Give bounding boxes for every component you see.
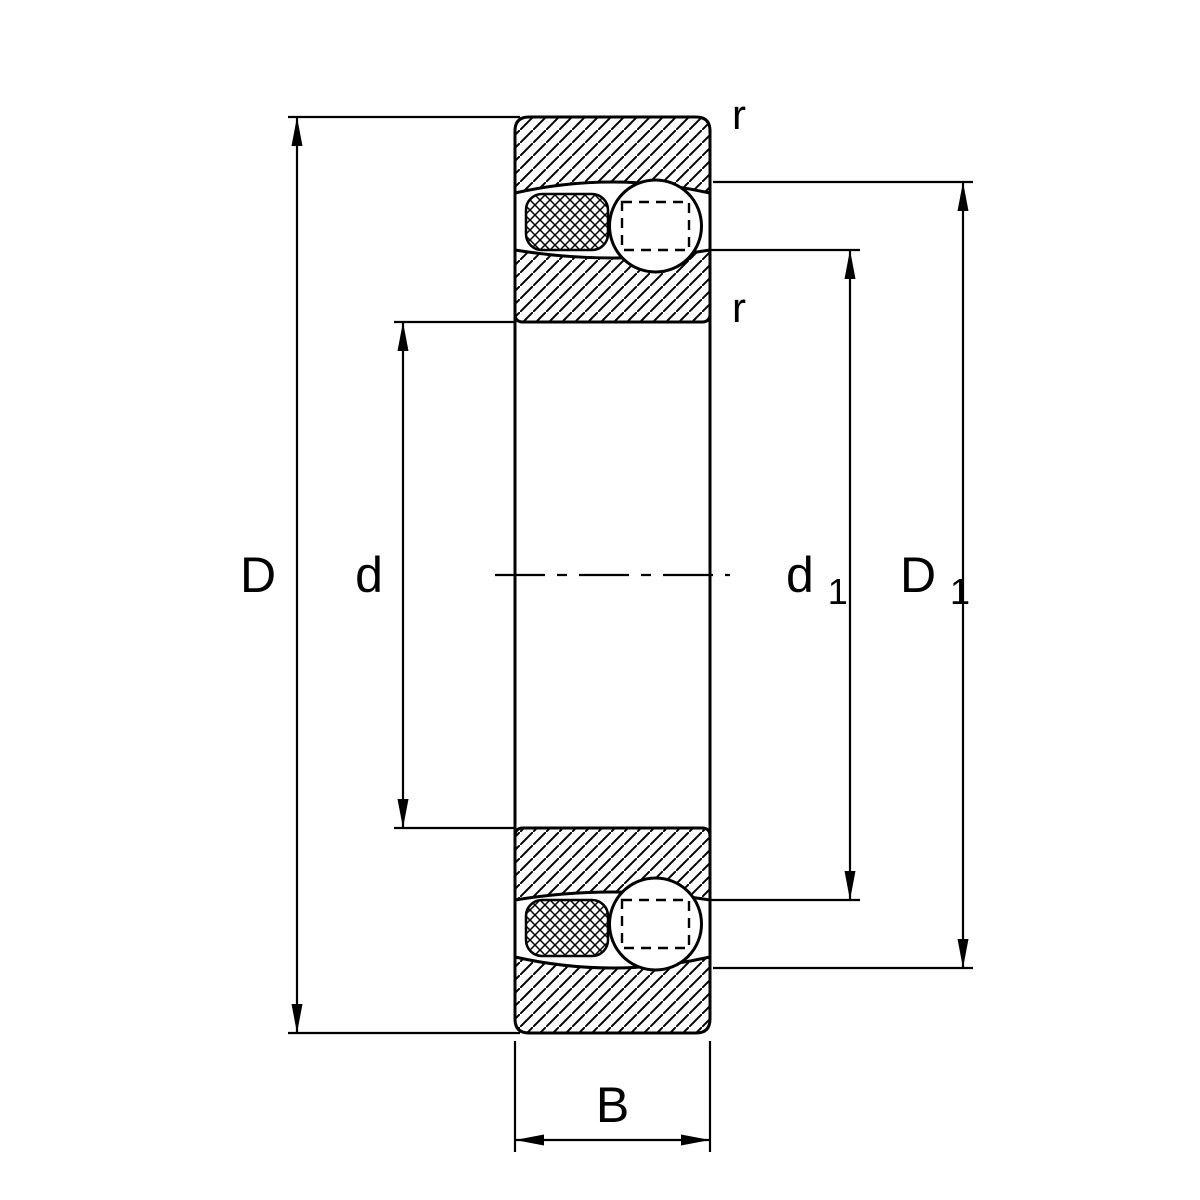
ball-top bbox=[608, 178, 703, 274]
cage-pocket-dashed-top bbox=[620, 200, 691, 252]
label-chamfer-r-inner: r bbox=[732, 284, 746, 331]
arrowhead-down bbox=[397, 799, 409, 828]
label-d1-base: d bbox=[786, 547, 814, 603]
label-d1-subscript: 1 bbox=[828, 571, 848, 612]
label-inner-shoulder-d1: d 1 bbox=[786, 547, 848, 612]
arrowhead-up bbox=[397, 322, 409, 351]
arrowhead-down bbox=[844, 871, 856, 900]
label-width-B: B bbox=[596, 1077, 629, 1133]
arrowhead-down bbox=[957, 939, 969, 968]
label-chamfer-r-top: r bbox=[732, 91, 746, 138]
dimension-B bbox=[513, 1041, 712, 1152]
dimension-D1 bbox=[713, 180, 973, 970]
cage-section-bottom bbox=[524, 898, 610, 958]
label-D1-subscript: 1 bbox=[950, 571, 970, 612]
outer-ring-top-section bbox=[513, 115, 712, 195]
cage-section-top bbox=[524, 192, 610, 252]
dimension-d1 bbox=[710, 248, 860, 902]
label-outer-shoulder-D1: D 1 bbox=[900, 547, 970, 612]
label-D1-base: D bbox=[900, 547, 936, 603]
cage-pocket-dashed-bottom bbox=[620, 898, 691, 950]
arrowhead-left bbox=[515, 1134, 544, 1146]
arrowhead-up bbox=[291, 117, 303, 146]
outer-ring-bottom-section bbox=[513, 955, 712, 1035]
label-bore-diameter-d: d bbox=[355, 547, 383, 603]
dimension-D bbox=[288, 115, 520, 1035]
arrowhead-down bbox=[291, 1004, 303, 1033]
dimension-d bbox=[394, 320, 515, 830]
label-outer-diameter-D: D bbox=[240, 547, 276, 603]
ball-bottom bbox=[608, 876, 703, 972]
arrowhead-right bbox=[681, 1134, 710, 1146]
arrowhead-up bbox=[957, 182, 969, 211]
arrowhead-up bbox=[844, 250, 856, 279]
